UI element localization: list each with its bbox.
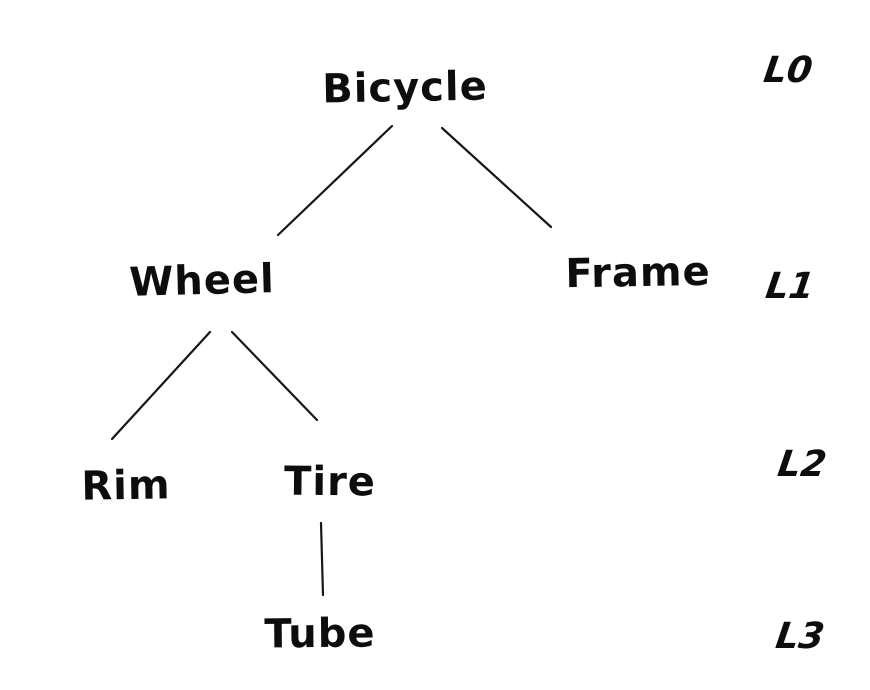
edge-bicycle-frame <box>440 126 553 229</box>
node-rim: Rim <box>81 462 171 510</box>
edge-bicycle-wheel <box>276 124 394 237</box>
node-frame: Frame <box>564 248 712 298</box>
node-wheel: Wheel <box>128 256 276 306</box>
level-label-l2: L2 <box>775 444 829 485</box>
node-tire: Tire <box>283 458 377 506</box>
node-bicycle: Bicycle <box>321 63 489 113</box>
level-label-l0: L0 <box>761 50 815 91</box>
level-label-l3: L3 <box>773 616 827 657</box>
node-tube: Tube <box>264 610 376 658</box>
edge-wheel-rim <box>110 330 212 441</box>
level-label-l1: L1 <box>763 266 817 307</box>
edge-tire-tube <box>319 521 325 597</box>
edge-wheel-tire <box>230 330 319 422</box>
